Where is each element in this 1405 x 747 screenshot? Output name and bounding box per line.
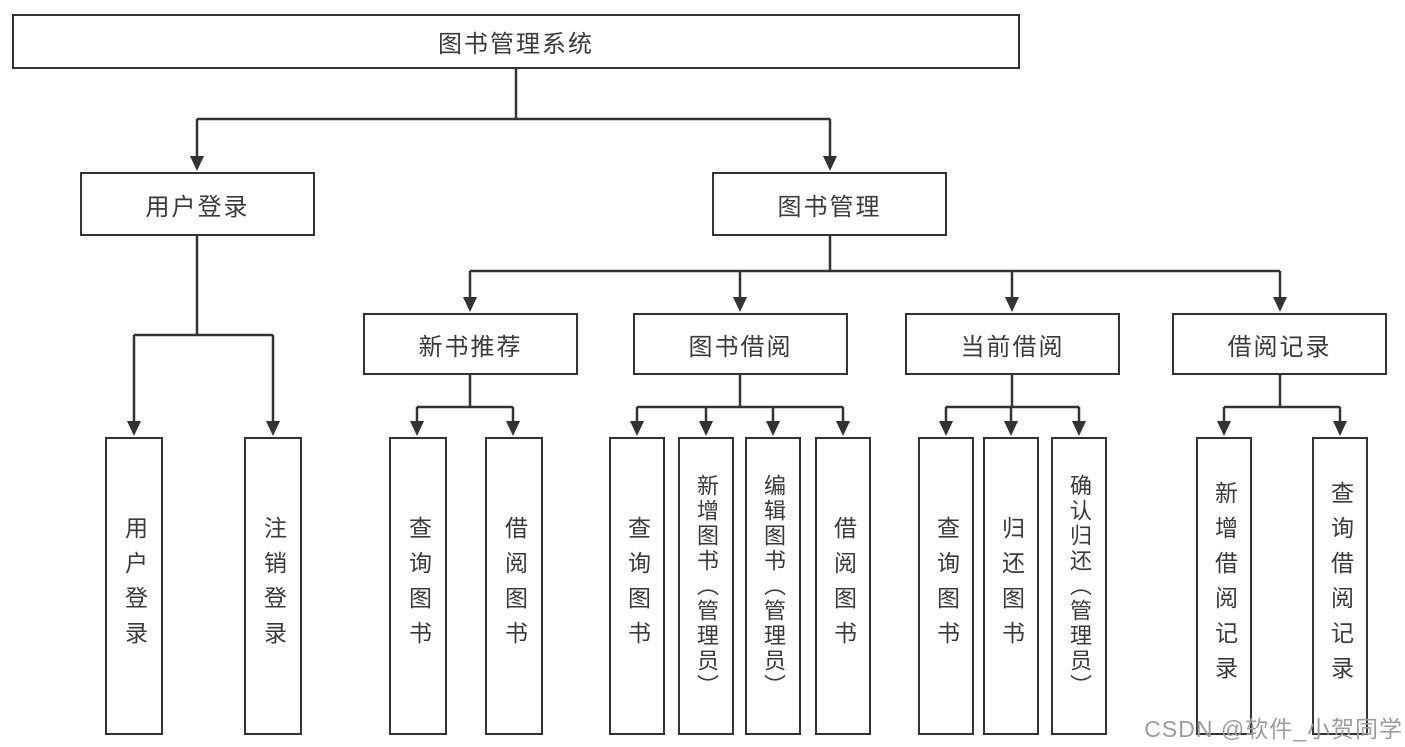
leaf-return-book: 归还图书 xyxy=(983,437,1039,735)
leaf-query-books-2: 查询图书 xyxy=(609,437,665,735)
node-label: 借阅图书 xyxy=(830,516,857,656)
node-book-borrow: 图书借阅 xyxy=(633,313,848,375)
csdn-watermark: CSDN @软件_小贺同学 xyxy=(1144,716,1403,742)
node-book-management: 图书管理 xyxy=(712,172,947,236)
leaf-user-login: 用户登录 xyxy=(105,437,163,735)
node-label: 图书借阅 xyxy=(688,333,793,361)
node-label: 查询图书 xyxy=(933,516,960,656)
node-user-login: 用户登录 xyxy=(80,172,315,236)
leaf-query-books-3: 查询图书 xyxy=(918,437,974,735)
node-label: 用户登录 xyxy=(145,193,250,221)
node-label: 图书管理系统 xyxy=(438,31,594,58)
node-label: 查询借阅记录 xyxy=(1327,481,1354,691)
leaf-add-borrow-record: 新增借阅记录 xyxy=(1196,437,1252,735)
node-label: 归还图书 xyxy=(998,516,1025,656)
node-root-system: 图书管理系统 xyxy=(12,14,1020,69)
node-label: 编辑图书（管理员） xyxy=(761,473,786,699)
leaf-query-books-1: 查询图书 xyxy=(389,437,447,735)
node-label: 用户登录 xyxy=(121,516,148,656)
node-borrow-records: 借阅记录 xyxy=(1172,313,1387,375)
node-label: 查询图书 xyxy=(624,516,651,656)
node-label: 当前借阅 xyxy=(960,333,1065,361)
node-current-borrow: 当前借阅 xyxy=(905,313,1120,375)
leaf-borrow-books-1: 借阅图书 xyxy=(485,437,543,735)
leaf-logout: 注销登录 xyxy=(244,437,302,735)
node-label: 新增图书（管理员） xyxy=(694,473,719,699)
node-new-book-recommend: 新书推荐 xyxy=(363,313,578,375)
arrow-stubs xyxy=(132,119,1342,422)
node-label: 图书管理 xyxy=(777,193,882,221)
node-label: 借阅图书 xyxy=(501,516,528,656)
leaf-query-borrow-record: 查询借阅记录 xyxy=(1312,437,1368,735)
leaf-borrow-books-2: 借阅图书 xyxy=(815,437,871,735)
node-label: 注销登录 xyxy=(260,516,287,656)
node-label: 新增借阅记录 xyxy=(1211,481,1238,691)
node-label: 查询图书 xyxy=(405,516,432,656)
node-label: 借阅记录 xyxy=(1227,333,1332,361)
node-label: 新书推荐 xyxy=(418,333,523,361)
node-label: 确认归还（管理员） xyxy=(1067,473,1092,699)
leaf-confirm-return-admin: 确认归还（管理员） xyxy=(1051,437,1107,735)
leaf-add-book-admin: 新增图书（管理员） xyxy=(678,437,734,735)
leaf-edit-book-admin: 编辑图书（管理员） xyxy=(745,437,801,735)
